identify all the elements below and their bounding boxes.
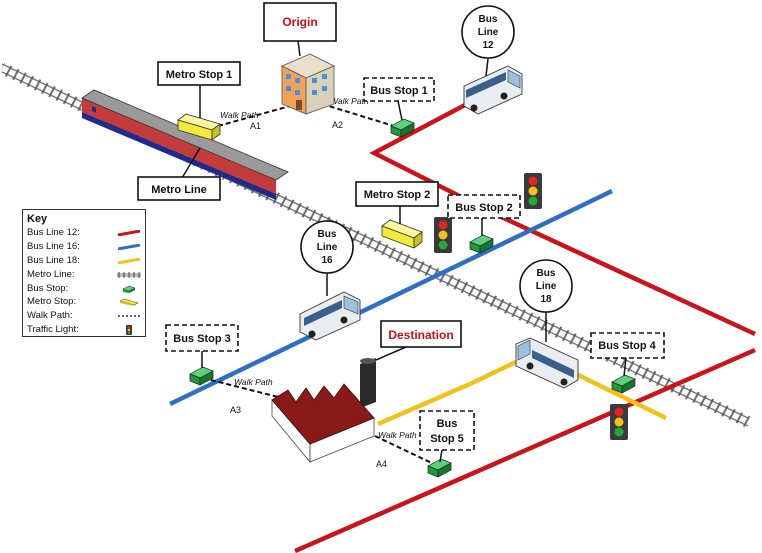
walk-path-label-a2: Walk Path (330, 96, 369, 106)
legend-row-walk-path: Walk Path: (27, 309, 141, 323)
metro-train (81, 89, 289, 200)
legend-label: Metro Line: (27, 268, 75, 280)
bus-line-16-route (169, 188, 613, 407)
bus-stop-1-icon (390, 118, 415, 138)
origin-building-icon (281, 53, 335, 115)
legend-label: Bus Line 12: (27, 227, 80, 238)
metro-line-callout: Metro Line (137, 147, 221, 201)
legend-label: Metro Stop: (27, 296, 77, 308)
traffic-light-icon (126, 325, 132, 336)
bus-stop-2-label: Bus Stop 2 (455, 202, 512, 214)
legend-row-metro-stop: Metro Stop: (27, 295, 141, 309)
bus-line-18-route (377, 357, 667, 427)
bus-line-12-badge: Bus Line 12 (461, 5, 515, 77)
walk-path-label-a4: Walk Path (378, 430, 417, 440)
path-id-a1: A1 (250, 121, 261, 131)
bus-stop-4-icon (611, 374, 636, 394)
dashed-line-icon (118, 315, 140, 317)
bus-stop-4-callout: Bus Stop 4 (590, 332, 665, 377)
legend-label: Traffic Light: (27, 324, 79, 336)
bus-line-16-badge: Bus Line 16 (300, 220, 354, 296)
metro-stop-1-callout: Metro Stop 1 (157, 61, 241, 118)
origin-label: Origin (282, 15, 317, 29)
bus-line-18-bus-icon (515, 337, 579, 389)
green-stop-box-icon (122, 285, 136, 293)
metro-stop-1-label: Metro Stop 1 (166, 69, 233, 81)
legend-label: Bus Line 16: (27, 240, 80, 252)
bus-stop-3-callout: Bus Stop 3 (165, 324, 239, 368)
legend-label: Bus Line 18: (27, 254, 80, 266)
legend-row-bus-stop: Bus Stop: (27, 282, 141, 296)
metro-stop-2-icon (381, 219, 423, 249)
legend-title: Key (27, 213, 48, 225)
legend-label: Walk Path: (27, 310, 73, 322)
path-id-a4: A4 (376, 459, 387, 469)
walk-path-label-a1: Walk Path (220, 110, 259, 120)
bus-stop-2-callout: Bus Stop 2 (447, 194, 521, 236)
bus-line-12-route (294, 103, 756, 553)
bus-stop-5-label-line1: Bus (437, 418, 458, 430)
destination-label: Destination (388, 328, 453, 342)
bus-line-12-word1: Bus (479, 14, 498, 25)
bus-line-16-word1: Bus (318, 229, 337, 240)
traffic-light-icon-2 (434, 217, 452, 253)
bus-stop-5-callout: Bus Stop 5 (419, 410, 475, 463)
bus-line-18-badge: Bus Line 18 (519, 259, 573, 342)
path-id-a2: A2 (332, 120, 343, 130)
legend-row-bus-line-18: Bus Line 18: (27, 254, 141, 268)
legend-row-bus-line-16: Bus Line 16: (27, 240, 141, 254)
bus-line-16-word2: Line (317, 242, 338, 253)
legend-row-bus-line-12: Bus Line 12: (27, 226, 141, 240)
bus-line-18-word2: Line (536, 281, 557, 292)
destination-factory-icon (271, 358, 376, 464)
legend-row-traffic-light: Traffic Light: (27, 323, 141, 337)
bus-line-16-number: 16 (321, 255, 333, 266)
bus-stop-2-icon (469, 234, 494, 254)
bus-stop-3-label: Bus Stop 3 (173, 333, 230, 345)
traffic-light-icon-1 (524, 173, 542, 209)
legend-row-metro-line: Metro Line: (27, 268, 141, 282)
bus-stop-1-callout: Bus Stop 1 (363, 77, 435, 121)
bus-line-18-number: 18 (540, 294, 552, 305)
metro-line-label: Metro Line (151, 184, 207, 196)
origin-callout: Origin (263, 2, 337, 57)
bus-stop-3-icon (189, 366, 214, 386)
bus-stop-5-label-line2: Stop 5 (430, 433, 464, 445)
bus-line-12-bus-icon (463, 65, 523, 115)
bus-line-18-word1: Bus (537, 268, 556, 279)
traffic-light-icon-3 (610, 404, 628, 440)
bus-line-12-number: 12 (482, 40, 494, 51)
bus-line-16-bus-icon (299, 291, 361, 341)
path-id-a3: A3 (230, 405, 241, 415)
yellow-stop-box-icon (119, 299, 139, 307)
blue-line-icon (117, 243, 141, 250)
legend-label: Bus Stop: (27, 282, 69, 294)
red-line-icon (117, 230, 141, 236)
bus-stop-5-icon (427, 458, 452, 478)
yellow-line-icon (117, 257, 141, 264)
bus-stop-4-label: Bus Stop 4 (598, 340, 656, 352)
bus-line-12-word2: Line (478, 27, 499, 38)
walk-path-label-a3: Walk Path (234, 377, 273, 387)
rail-track-icon (117, 271, 141, 278)
bus-stop-1-label: Bus Stop 1 (370, 85, 427, 97)
metro-stop-1-icon (177, 113, 221, 141)
metro-stop-2-label: Metro Stop 2 (364, 189, 431, 201)
metro-stop-2-callout: Metro Stop 2 (355, 181, 439, 224)
legend-key: Key Bus Line 12: Bus Line 16: Bus Line 1… (22, 209, 146, 337)
destination-callout: Destination (375, 320, 462, 361)
